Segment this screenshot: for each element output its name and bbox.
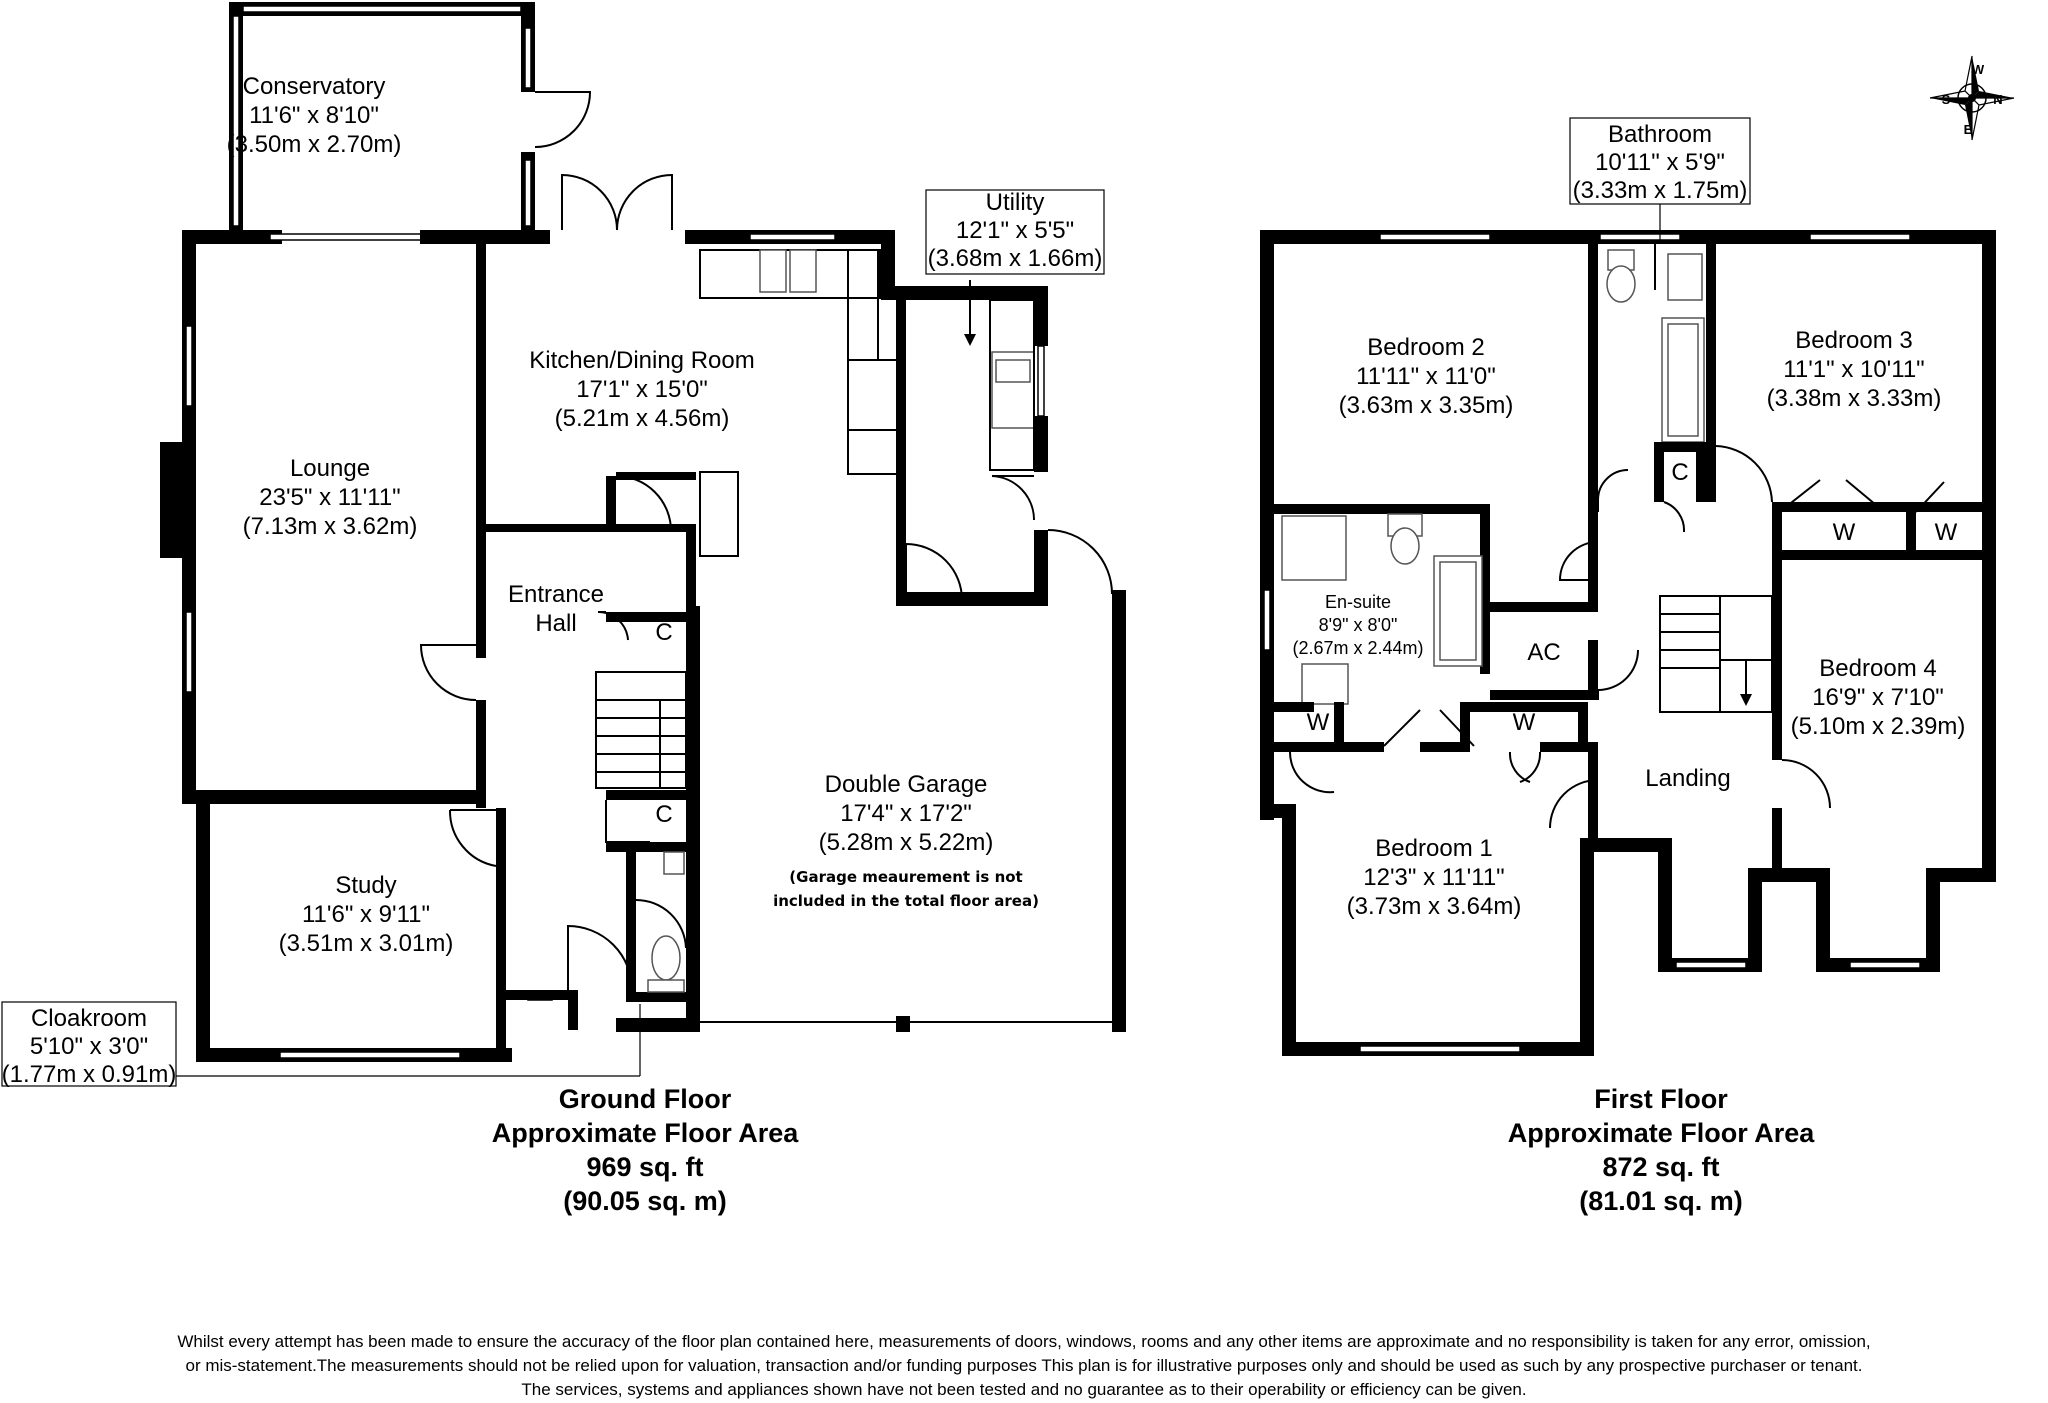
compass-e: E	[1964, 122, 1973, 137]
bathroom-imperial: 10'11" x 5'9"	[1595, 149, 1725, 176]
first-floor-sqm: (81.01 sq. m)	[1579, 1186, 1743, 1216]
kitchen-imperial: 17'1" x 15'0"	[576, 376, 708, 403]
utility-imperial: 12'1" x 5'5"	[956, 217, 1074, 244]
bedroom2-imperial: 11'11" x 11'0"	[1356, 363, 1496, 390]
hall-cupboard-2-label: C	[655, 801, 672, 828]
compass-s: S	[1942, 92, 1951, 107]
entrance-hall-name-2: Hall	[535, 610, 576, 637]
ensuite-imperial: 8'9" x 8'0"	[1319, 615, 1398, 635]
ensuite-metric: (2.67m x 2.44m)	[1292, 638, 1423, 658]
conservatory-imperial: 11'6" x 8'10"	[249, 102, 379, 129]
ground-floor-sqm: (90.05 sq. m)	[563, 1186, 727, 1216]
study-metric: (3.51m x 3.01m)	[279, 930, 454, 957]
first-floor-sqft: 872 sq. ft	[1602, 1152, 1720, 1182]
bedroom1-name: Bedroom 1	[1375, 835, 1492, 862]
bedroom3-metric: (3.38m x 3.33m)	[1767, 385, 1942, 412]
garage-metric: (5.28m x 5.22m)	[819, 829, 994, 856]
kitchen-metric: (5.21m x 4.56m)	[555, 405, 730, 432]
study-name: Study	[335, 872, 396, 899]
ground-floor-title: Ground Floor	[558, 1084, 732, 1114]
first-floor-area: First Floor Approximate Floor Area 872 s…	[1456, 1082, 1866, 1218]
ground-floor-plan: C C	[1, 2, 1126, 1088]
conservatory-metric: (3.50m x 2.70m)	[227, 131, 402, 158]
cloakroom-metric: (1.77m x 0.91m)	[2, 1061, 177, 1088]
hall-cupboard-1-label: C	[655, 619, 672, 646]
disclaimer-line-1: Whilst every attempt has been made to en…	[177, 1332, 1871, 1351]
bathroom-label-box	[1569, 117, 1751, 205]
bathroom-metric: (3.33m x 1.75m)	[1573, 177, 1748, 204]
lounge-metric: (7.13m x 3.62m)	[243, 513, 418, 540]
disclaimer: Whilst every attempt has been made to en…	[40, 1330, 2008, 1402]
first-floor-stairs	[1659, 595, 1773, 713]
bedroom3-imperial: 11'1" x 10'11"	[1783, 356, 1924, 383]
garage-name: Double Garage	[825, 771, 988, 798]
cloakroom	[626, 851, 696, 1002]
ground-floor-stairs	[595, 671, 687, 789]
utility-name: Utility	[986, 189, 1045, 216]
first-floor-subtitle: Approximate Floor Area	[1507, 1118, 1815, 1148]
bedroom2-metric: (3.63m x 3.35m)	[1339, 392, 1514, 419]
utility-label-box	[925, 189, 1105, 275]
bedroom1-wardrobe-2-label: W	[1513, 709, 1536, 736]
lounge-name: Lounge	[290, 455, 370, 482]
entrance-hall-name-1: Entrance	[508, 581, 604, 608]
conservatory-name: Conservatory	[243, 73, 386, 100]
disclaimer-line-2: or mis-statement.The measurements should…	[185, 1356, 1863, 1375]
bedroom4-metric: (5.10m x 2.39m)	[1791, 713, 1966, 740]
garage-note-1: (Garage meaurement is not	[789, 868, 1022, 886]
compass-w: W	[1972, 62, 1985, 77]
ground-floor-sqft: 969 sq. ft	[586, 1152, 704, 1182]
ac-cupboard-label: AC	[1527, 639, 1560, 666]
bedroom3-name: Bedroom 3	[1795, 327, 1912, 354]
cloakroom-imperial: 5'10" x 3'0"	[30, 1033, 148, 1060]
kitchen-name: Kitchen/Dining Room	[529, 347, 754, 374]
bedroom3-wardrobe-1-label: W	[1833, 519, 1856, 546]
first-floor-plan: C AC W W	[1260, 117, 1996, 1056]
bathroom-cupboard-label: C	[1671, 459, 1688, 486]
ground-floor-subtitle: Approximate Floor Area	[491, 1118, 799, 1148]
utility-metric: (3.68m x 1.66m)	[928, 245, 1103, 272]
cloakroom-name: Cloakroom	[31, 1005, 147, 1032]
ground-floor-area: Ground Floor Approximate Floor Area 969 …	[440, 1082, 850, 1218]
first-floor-title: First Floor	[1594, 1084, 1728, 1114]
bedroom3-wardrobe-2-label: W	[1935, 519, 1958, 546]
study-imperial: 11'6" x 9'11"	[302, 901, 430, 928]
bedroom4-name: Bedroom 4	[1819, 655, 1936, 682]
compass-n: N	[1993, 92, 2002, 107]
compass-rose-icon: W N E S	[1929, 55, 2015, 141]
disclaimer-line-3: The services, systems and appliances sho…	[521, 1380, 1527, 1399]
double-garage	[686, 529, 1126, 1032]
bedroom1-metric: (3.73m x 3.64m)	[1347, 893, 1522, 920]
lounge-imperial: 23'5" x 11'11"	[259, 484, 400, 511]
conservatory	[229, 2, 592, 230]
bedroom2-name: Bedroom 2	[1367, 334, 1484, 361]
bedroom1-imperial: 12'3" x 11'11"	[1363, 864, 1504, 891]
garage-note-2: included in the total floor area)	[773, 892, 1039, 910]
bathroom-name: Bathroom	[1608, 121, 1712, 148]
bedroom4-imperial: 16'9" x 7'10"	[1812, 684, 1944, 711]
bedroom1-wardrobe-1-label: W	[1307, 709, 1330, 736]
garage-imperial: 17'4" x 17'2"	[840, 800, 972, 827]
cloakroom-label-box	[1, 1001, 177, 1087]
ensuite-name: En-suite	[1325, 592, 1391, 612]
landing-name: Landing	[1645, 765, 1730, 792]
